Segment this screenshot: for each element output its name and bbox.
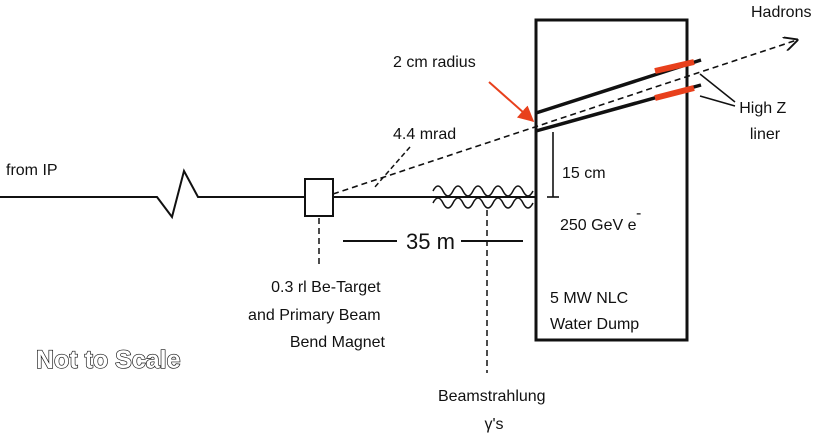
from-ip-label: from IP: [6, 162, 58, 179]
hadrons-label: Hadrons: [751, 4, 811, 21]
hadron-trajectory: [332, 40, 797, 195]
target-label-line2: and Primary Beam: [248, 307, 381, 324]
dump-label-line1: 5 MW NLC: [550, 290, 628, 307]
target-label: 0.3 rl Be-Target and Primary Beam Bend M…: [248, 279, 386, 351]
high-z-label-line2: liner: [750, 126, 781, 143]
high-z-label: High Z liner: [739, 100, 791, 143]
beamstrahlung-wave: [432, 185, 534, 209]
water-dump-box: [534, 18, 689, 342]
dump-label: 5 MW NLC Water Dump: [550, 290, 639, 333]
energy-label: 250 GeV e: [560, 217, 637, 234]
energy-superscript: -: [636, 205, 641, 222]
dump-label-line2: Water Dump: [550, 316, 639, 333]
not-to-scale-label: Not to Scale: [36, 346, 181, 374]
energy-label-text: 250 GeV e: [560, 217, 637, 234]
beamstrahlung-label-line2: γ's: [484, 416, 503, 433]
high-z-leader-lower: [699, 95, 736, 107]
high-z-liner-upper: [654, 59, 695, 74]
mrad-leader: [373, 146, 411, 189]
high-z-liner-lower: [654, 85, 695, 101]
mrad-label: 4.4 mrad: [393, 126, 456, 143]
offset-label: 15 cm: [562, 165, 606, 182]
radius-arrow: [488, 81, 535, 123]
beamstrahlung-label: Beamstrahlung γ's: [438, 388, 550, 433]
high-z-label-line1: High Z: [739, 100, 786, 117]
distance-label: 35 m: [406, 229, 455, 254]
be-target-box: [304, 178, 334, 217]
primary-beam-line: [0, 168, 536, 220]
beamstrahlung-label-line1: Beamstrahlung: [438, 388, 546, 405]
target-label-line1: 0.3 rl Be-Target: [271, 279, 381, 296]
target-label-line3: Bend Magnet: [290, 334, 386, 351]
high-z-leader-upper: [699, 73, 736, 103]
radius-label: 2 cm radius: [393, 54, 476, 71]
